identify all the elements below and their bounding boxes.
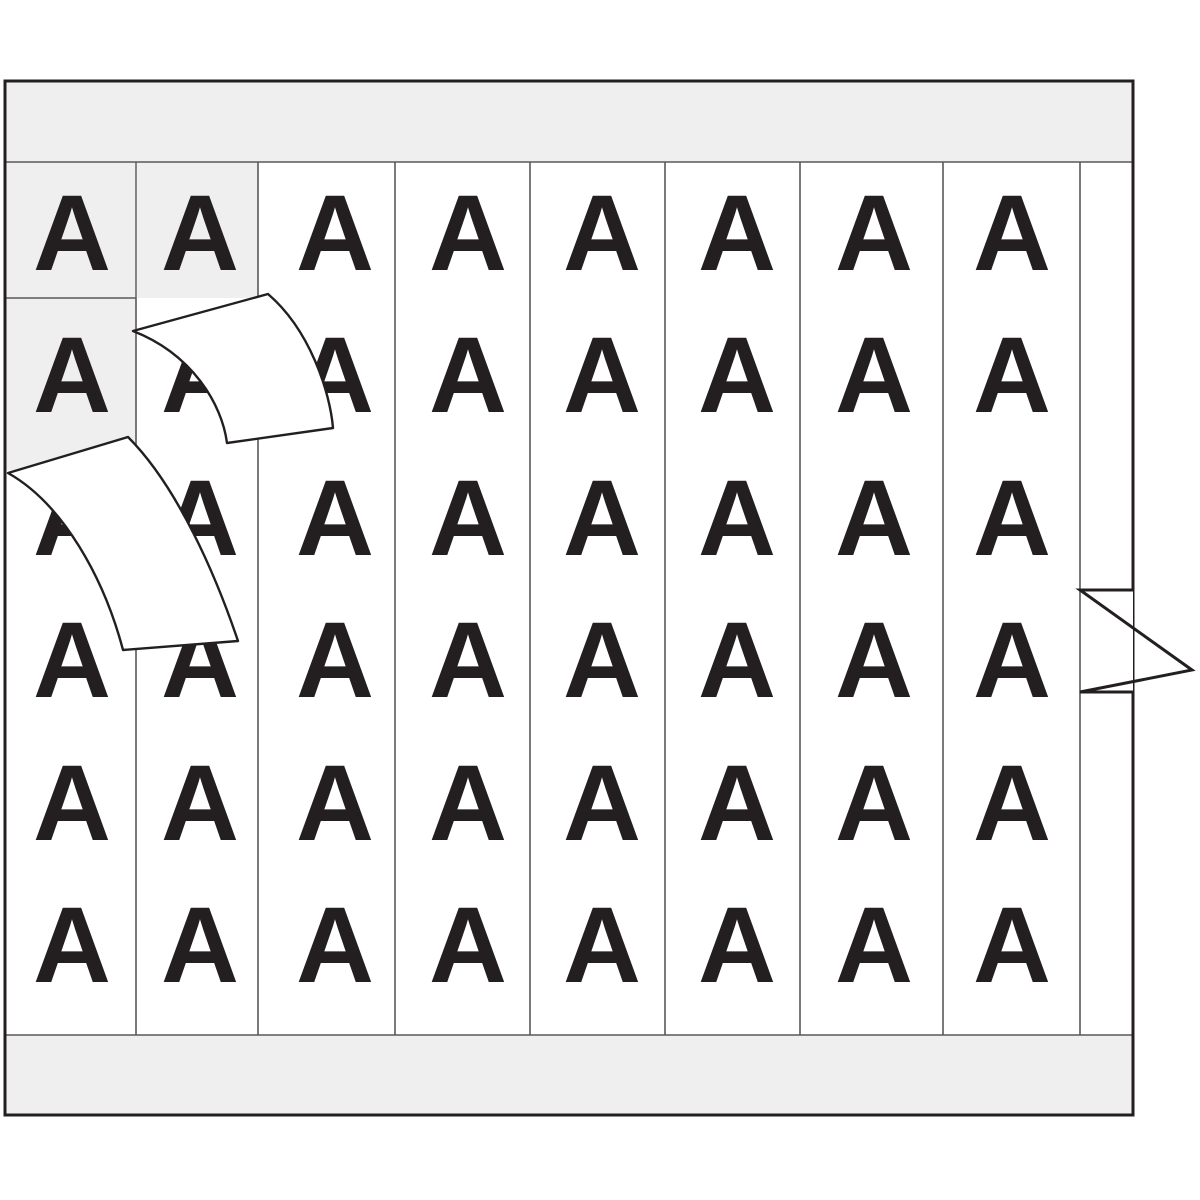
liner-patch-col2-upper: [136, 162, 258, 298]
label-letter: A: [563, 457, 641, 578]
label-letter: A: [973, 742, 1051, 863]
liner-patch-left-upper: [5, 162, 136, 470]
label-letter: A: [296, 599, 374, 720]
label-letter: A: [429, 599, 507, 720]
label-letter: A: [563, 172, 641, 293]
label-letter: A: [835, 884, 913, 1005]
label-letter: A: [835, 457, 913, 578]
label-letter: A: [33, 172, 111, 293]
label-letter: A: [835, 599, 913, 720]
label-letter: A: [835, 314, 913, 435]
label-letter: A: [429, 314, 507, 435]
label-letter: A: [563, 314, 641, 435]
label-letter: A: [429, 457, 507, 578]
peeled-label-lower[interactable]: [6, 435, 240, 652]
label-letter: A: [296, 457, 374, 578]
label-letter: A: [33, 314, 111, 435]
label-letter: A: [33, 742, 111, 863]
liner-patch-top-left: [5, 81, 258, 162]
label-letter: A: [835, 172, 913, 293]
label-letter: A: [33, 599, 111, 720]
label-letter: A: [698, 172, 776, 293]
label-letter: A: [33, 884, 111, 1005]
label-letter: A: [429, 172, 507, 293]
label-letter: A: [973, 172, 1051, 293]
sheet-outline-with-notch: [3, 79, 1196, 1117]
label-letter: A: [835, 742, 913, 863]
label-letter: A: [296, 884, 374, 1005]
label-letter: A: [296, 742, 374, 863]
column-separators: [135, 162, 1081, 1035]
label-letter: A: [161, 172, 239, 293]
label-letter: A: [563, 742, 641, 863]
label-letter: A: [973, 457, 1051, 578]
label-letter: A: [973, 599, 1051, 720]
peeled-label-upper[interactable]: [131, 292, 335, 445]
label-letter: A: [563, 599, 641, 720]
label-letter: A: [429, 742, 507, 863]
label-letter: A: [698, 457, 776, 578]
label-letter: A: [698, 742, 776, 863]
label-letter: A: [698, 314, 776, 435]
label-letter: A: [973, 314, 1051, 435]
label-letter: A: [161, 884, 239, 1005]
label-letter: A: [973, 884, 1051, 1005]
label-letter: A: [698, 884, 776, 1005]
label-letter: A: [698, 599, 776, 720]
label-letter: A: [429, 884, 507, 1005]
label-letter: A: [563, 884, 641, 1005]
label-letter: A: [296, 172, 374, 293]
label-letter: A: [161, 742, 239, 863]
